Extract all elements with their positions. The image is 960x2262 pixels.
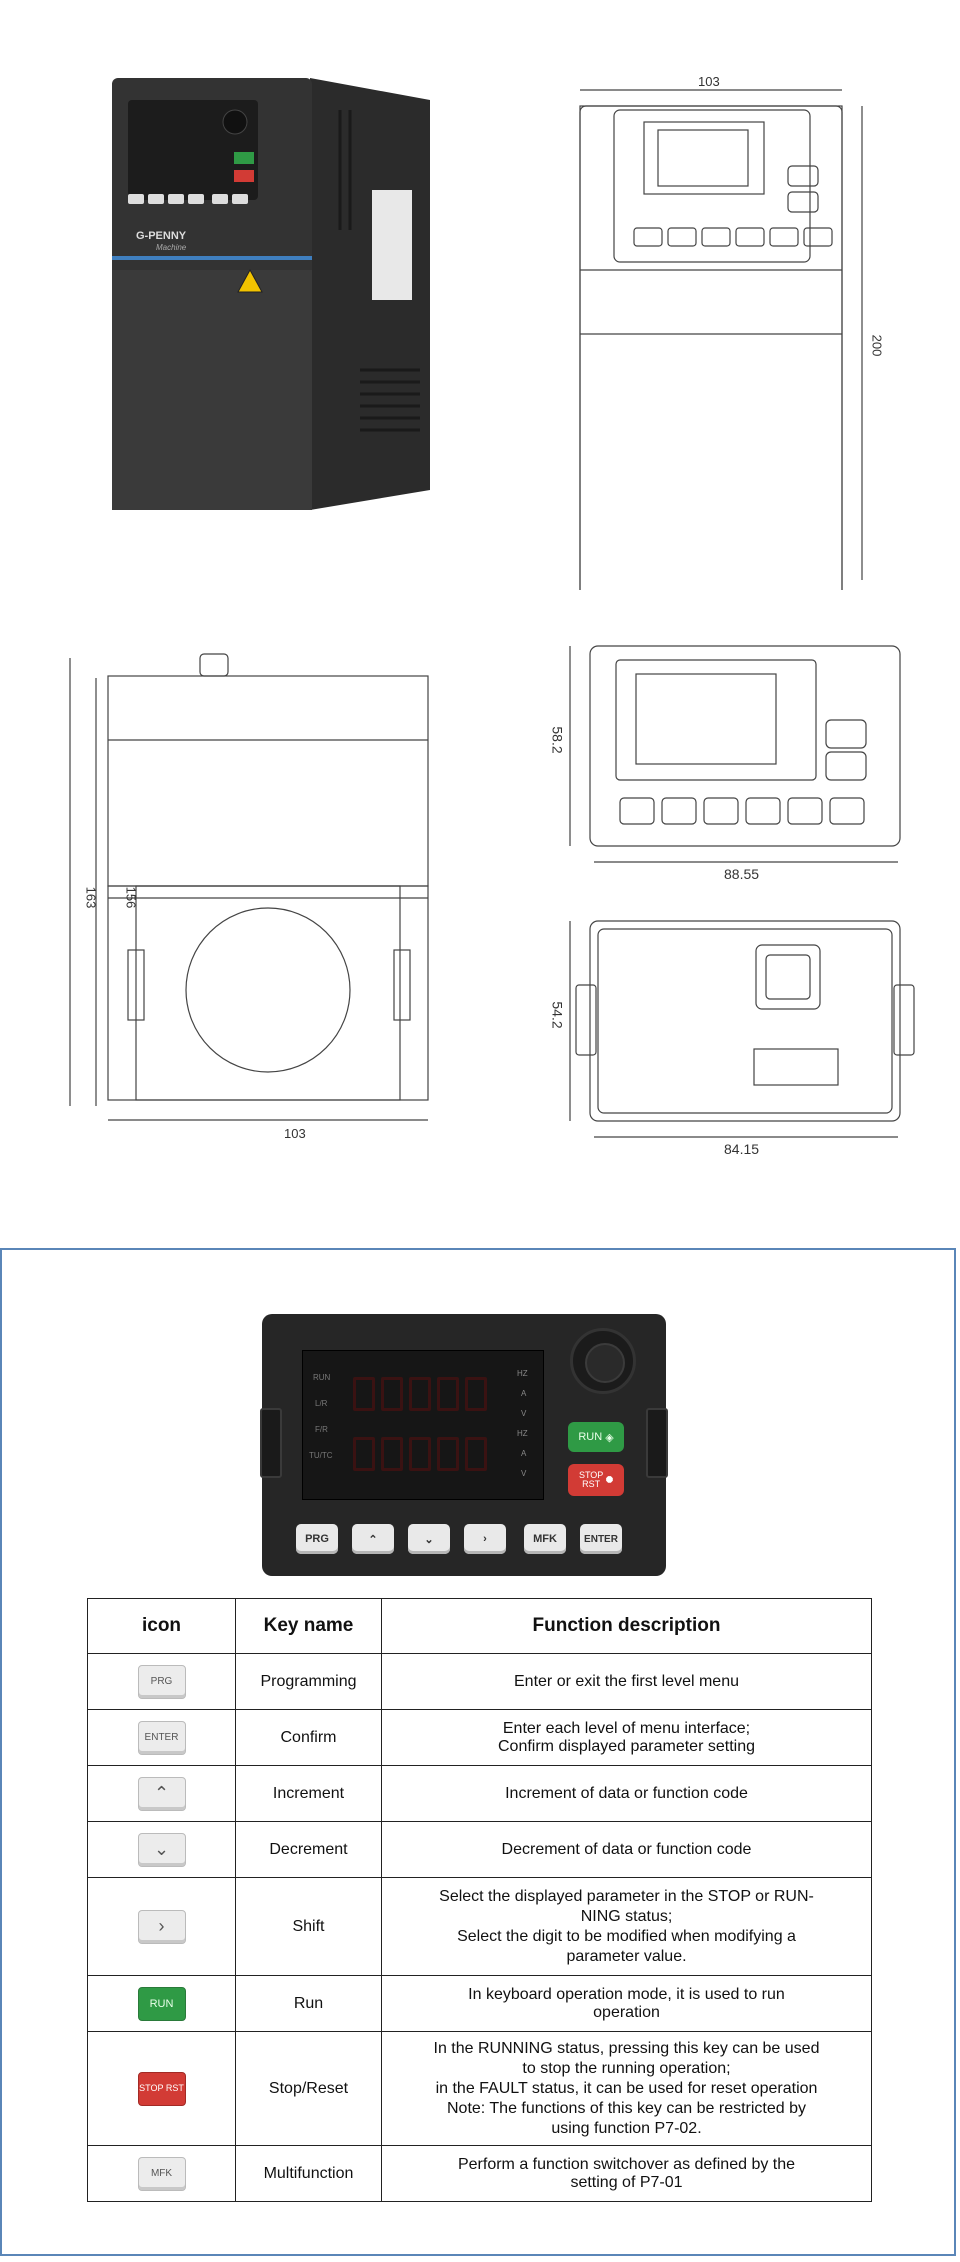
row-icon-cell: ENTER — [87, 1709, 236, 1766]
keypad-illustration: RUN L/R F/R TU/TC HZ A V HZ A V RUN ◈ ST… — [260, 1314, 668, 1576]
table-header-row: icon Key name Function description — [87, 1598, 872, 1654]
header-icon: icon — [87, 1598, 236, 1654]
table-row: STOP RST Stop/Reset In the RUNNING statu… — [87, 2031, 872, 2146]
row-icon-cell: MFK — [87, 2145, 236, 2202]
side-width-label: 103 — [284, 1126, 306, 1141]
indicator-tutc: TU/TC — [309, 1451, 333, 1460]
product-photo: G-PENNY Machine — [100, 70, 440, 510]
indicator-lr: L/R — [315, 1399, 328, 1408]
brand-sub-label: Machine — [156, 243, 187, 252]
keypad-right-clip — [646, 1408, 668, 1478]
prg-key-label: PRG — [305, 1533, 329, 1545]
row-icon-cell: PRG — [87, 1653, 236, 1710]
down-arrow-icon: ⌄ — [137, 1832, 186, 1867]
run-key-label: RUN — [578, 1431, 603, 1443]
row-key-name: Multifunction — [235, 2145, 382, 2202]
row-description: In keyboard operation mode, it is used t… — [381, 1975, 872, 2032]
row-key-name: Increment — [235, 1765, 382, 1822]
up-arrow-icon: ⌃ — [137, 1776, 186, 1811]
keypad-width-label: 88.55 — [724, 866, 760, 882]
front-width-label: 103 — [698, 74, 720, 89]
brand-label: G-PENNY — [136, 230, 187, 242]
up-key[interactable]: ⌃ — [352, 1524, 394, 1554]
display-row-bottom — [353, 1437, 487, 1471]
keypad-display: RUN L/R F/R TU/TC HZ A V HZ A V — [302, 1350, 544, 1500]
side-view-drawing: 163 156 103 — [60, 650, 460, 1150]
keypad-left-clip — [260, 1408, 282, 1478]
mfk-key-icon: MFK — [137, 2156, 186, 2191]
unit-hz-top: HZ — [517, 1369, 528, 1378]
stop-key-label: STOP — [578, 1470, 604, 1480]
row-key-name: Shift — [235, 1877, 382, 1976]
unit-a-top: A — [521, 1389, 527, 1398]
enter-key[interactable]: ENTER — [580, 1524, 622, 1554]
mfk-key[interactable]: MFK — [524, 1524, 566, 1554]
row-icon-cell: STOP RST — [87, 2031, 236, 2146]
table-row: ⌃ Increment Increment of data or functio… — [87, 1765, 872, 1822]
side-height-inner-label: 156 — [123, 886, 139, 909]
shift-key[interactable]: › — [464, 1524, 506, 1554]
enter-key-icon: ENTER — [137, 1720, 186, 1755]
stop-reset-key-icon: STOP RST — [137, 2071, 186, 2106]
table-row: PRG Programming Enter or exit the first … — [87, 1653, 872, 1710]
row-key-name: Run — [235, 1975, 382, 2032]
rst-key-label: RST — [582, 1479, 601, 1489]
table-row: › Shift Select the displayed parameter i… — [87, 1877, 872, 1976]
front-view-drawing: 103 200 — [560, 70, 900, 655]
up-arrow-icon: ⌃ — [368, 1533, 378, 1546]
row-description: In the RUNNING status, pressing this key… — [381, 2031, 872, 2146]
row-icon-cell: ⌃ — [87, 1765, 236, 1822]
down-key[interactable]: ⌄ — [408, 1524, 450, 1554]
row-icon-cell: › — [87, 1877, 236, 1976]
key-function-table: icon Key name Function description PRG P… — [87, 1598, 872, 2202]
table-row: MFK Multifunction Perform a function swi… — [87, 2145, 872, 2202]
row-key-name: Programming — [235, 1653, 382, 1710]
down-arrow-icon: ⌄ — [424, 1533, 434, 1546]
unit-hz-bottom: HZ — [517, 1429, 528, 1438]
front-height-label: 200 — [869, 334, 885, 357]
row-description: Select the displayed parameter in the ST… — [381, 1877, 872, 1976]
enter-key-label: ENTER — [584, 1533, 618, 1545]
row-icon-cell: ⌄ — [87, 1821, 236, 1878]
row-key-name: Decrement — [235, 1821, 382, 1878]
back-view-drawing: 54.2 84.15 — [540, 915, 920, 1165]
table-row: ENTER Confirm Enter each level of menu i… — [87, 1709, 872, 1766]
table-row: ⌄ Decrement Decrement of data or functio… — [87, 1821, 872, 1878]
row-description: Decrement of data or function code — [381, 1821, 872, 1878]
header-function: Function description — [381, 1598, 872, 1654]
mfk-key-label: MFK — [533, 1533, 557, 1545]
run-key[interactable]: RUN ◈ — [568, 1422, 624, 1452]
right-arrow-icon: › — [137, 1909, 186, 1944]
indicator-run: RUN — [313, 1373, 331, 1382]
prg-key[interactable]: PRG — [296, 1524, 338, 1554]
potentiometer-knob[interactable] — [570, 1328, 636, 1394]
row-description: Enter each level of menu interface; Conf… — [381, 1709, 872, 1766]
back-width-label: 84.15 — [724, 1141, 760, 1157]
unit-v-bottom: V — [521, 1469, 527, 1478]
row-description: Enter or exit the first level menu — [381, 1653, 872, 1710]
stop-octagon-icon: ⯃ — [605, 1474, 614, 1485]
right-arrow-icon: › — [483, 1533, 487, 1545]
display-row-top — [353, 1377, 487, 1411]
row-key-name: Stop/Reset — [235, 2031, 382, 2146]
row-key-name: Confirm — [235, 1709, 382, 1766]
run-key-icon: RUN — [137, 1986, 186, 2021]
table-row: RUN Run In keyboard operation mode, it i… — [87, 1975, 872, 2032]
prg-key-icon: PRG — [137, 1664, 186, 1699]
row-description: Increment of data or function code — [381, 1765, 872, 1822]
header-key-name: Key name — [235, 1598, 382, 1654]
run-diamond-icon: ◈ — [605, 1431, 614, 1444]
row-description: Perform a function switchover as defined… — [381, 2145, 872, 2202]
unit-a-bottom: A — [521, 1449, 527, 1458]
unit-v-top: V — [521, 1409, 527, 1418]
keypad-dimension-drawing: 58.2 88.55 — [540, 640, 920, 890]
indicator-fr: F/R — [315, 1425, 328, 1434]
row-icon-cell: RUN — [87, 1975, 236, 2032]
back-height-label: 54.2 — [549, 1001, 566, 1029]
side-height-outer-label: 163 — [83, 886, 99, 909]
keypad-height-label: 58.2 — [549, 726, 566, 754]
